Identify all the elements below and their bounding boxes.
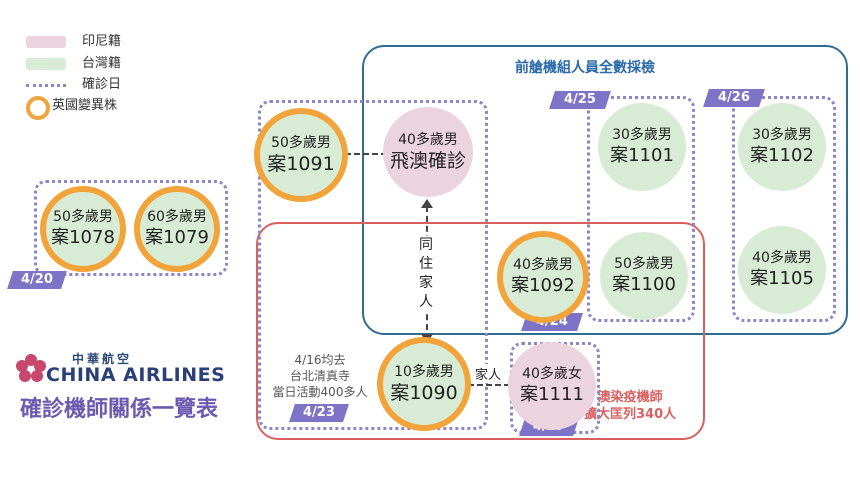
case-1111: 40多歲女 案1111 [508, 342, 596, 430]
china-airlines-logo [16, 354, 46, 382]
case-1078-age: 50多歲男 [53, 209, 113, 225]
group-0423 [258, 100, 488, 430]
legend-dotted-line-icon [26, 84, 66, 87]
case-1100-id: 案1100 [612, 274, 676, 295]
case-1091-age: 50多歲男 [271, 135, 331, 151]
flight-case-age: 40多歲男 [398, 132, 458, 148]
case-1091-id: 案1091 [267, 153, 335, 175]
date-tag-0425: 4/25 [549, 91, 611, 109]
family-label: 家人 [474, 364, 503, 383]
flight-case: 40多歲男 飛澳確診 [383, 107, 473, 197]
case-1090: 10多歲男 案1090 [377, 337, 471, 431]
group-0425 [587, 96, 695, 322]
legend-ring-icon [26, 96, 50, 120]
case-1092: 40多歲男 案1092 [497, 231, 589, 323]
case-1102-age: 30多歲男 [752, 127, 812, 143]
brand-english: CHINA AIRLINES [46, 364, 226, 386]
aus-pilot-label-line1: 澳染疫機師 [597, 390, 663, 405]
mosque-note: 4/16均去 台北清真寺 當日活動400多人 [262, 352, 378, 400]
case-1078: 50多歲男 案1078 [40, 186, 126, 272]
legend-label-uk-variant: 英國變異株 [52, 98, 118, 113]
link-1090-1111 [468, 384, 510, 386]
cohabit-label-text: 同住家人 [419, 237, 433, 310]
arrow-up-icon [421, 199, 433, 208]
mosque-note-line3: 當日活動400多人 [272, 385, 368, 399]
mosque-note-line2: 台北清真寺 [289, 369, 350, 383]
legend-label-indonesian: 印尼籍 [82, 34, 122, 49]
case-1111-id: 案1111 [520, 384, 584, 405]
aus-pilot-label: 澳染疫機師 擴大匡列340人 [584, 389, 676, 423]
case-1100-age: 50多歲男 [614, 256, 674, 272]
aus-pilot-label-line2: 擴大匡列340人 [584, 407, 677, 422]
case-1079: 60多歲男 案1079 [134, 186, 220, 272]
case-1100: 50多歲男 案1100 [600, 232, 688, 320]
plum-blossom-icon [16, 354, 46, 382]
legend-label-confirmed-date: 確診日 [82, 77, 122, 92]
case-1102-id: 案1102 [750, 145, 814, 166]
case-1079-age: 60多歲男 [147, 209, 207, 225]
case-1105: 40多歲男 案1105 [738, 226, 826, 314]
crew-test-zone [362, 45, 848, 335]
aus-pilot-zone [256, 222, 705, 440]
case-1078-id: 案1078 [51, 227, 115, 248]
group-0426 [732, 96, 836, 322]
date-tag-0420: 4/20 [7, 271, 67, 289]
brand-chinese: 中華航空 [72, 352, 133, 366]
case-1101: 30多歲男 案1101 [598, 103, 686, 191]
flight-case-label: 飛澳確診 [389, 150, 466, 172]
case-1105-age: 40多歲男 [752, 250, 812, 266]
group-0420 [34, 180, 228, 276]
case-1091: 50多歲男 案1091 [254, 108, 348, 202]
date-tag-0426: 4/26 [703, 89, 765, 107]
mosque-note-line1: 4/16均去 [294, 353, 346, 367]
case-1079-id: 案1079 [145, 227, 209, 248]
legend-swatch-taiwanese [26, 58, 66, 70]
case-1092-id: 案1092 [511, 275, 575, 296]
case-1105-id: 案1105 [750, 268, 814, 289]
date-tag-0423: 4/23 [289, 404, 349, 422]
case-1092-age: 40多歲男 [513, 257, 573, 273]
page-title: 確診機師關係一覽表 [20, 397, 219, 422]
case-1101-age: 30多歲男 [612, 127, 672, 143]
legend-label-taiwanese: 台灣籍 [82, 56, 122, 71]
case-1090-id: 案1090 [390, 382, 458, 404]
case-1090-age: 10多歲男 [394, 364, 454, 380]
legend-swatch-indonesian [26, 36, 66, 48]
case-1101-id: 案1101 [610, 145, 674, 166]
case-1111-age: 40多歲女 [522, 366, 582, 382]
crew-test-label: 前艙機組人員全數採檢 [515, 60, 655, 76]
link-1091-flight [345, 153, 387, 155]
case-1102: 30多歲男 案1102 [738, 103, 826, 191]
cohabit-label: 同住家人 [414, 236, 438, 312]
